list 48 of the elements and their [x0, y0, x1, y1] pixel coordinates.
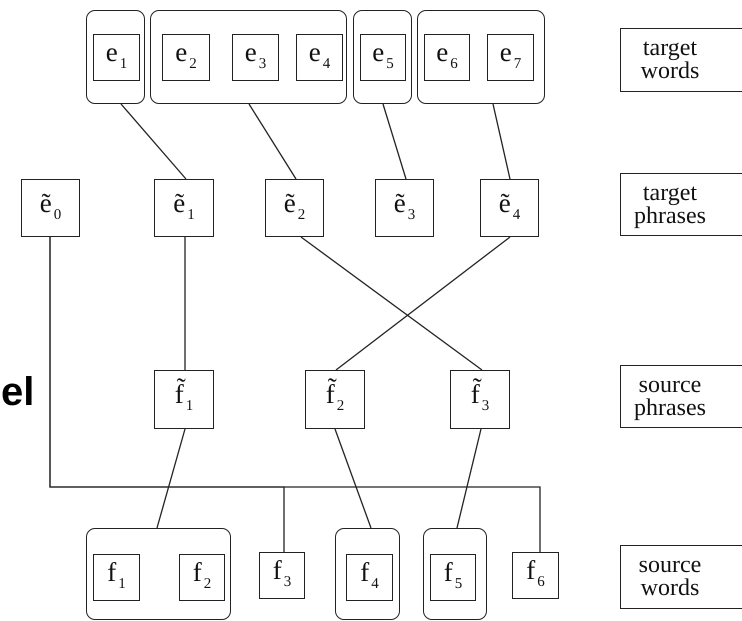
connector-line — [49, 237, 541, 552]
symbol-box: e$_{4}$ — [296, 34, 343, 81]
connector-line — [336, 236, 510, 371]
word-group-box — [86, 10, 145, 104]
row-label-box — [620, 173, 742, 236]
row-label: target phrases — [633, 182, 707, 228]
symbol-box: e$_{6}$ — [424, 34, 470, 81]
word-group-box — [335, 528, 400, 620]
row-label-box — [620, 28, 742, 92]
symbol-box: f$_{4}$ — [346, 554, 393, 601]
row-label: target words — [640, 37, 700, 83]
word-group-box — [353, 10, 412, 104]
word-group-box — [423, 528, 487, 620]
row-label-box — [620, 545, 742, 609]
symbol-box: ẽ$_{2}$ — [265, 179, 324, 237]
cut-off-text: el — [1, 370, 34, 415]
symbol-box: ẽ$_{4}$ — [480, 179, 539, 237]
symbol-box: e$_{2}$ — [162, 34, 210, 81]
connector-line — [382, 104, 407, 180]
connector-line — [492, 104, 511, 180]
word-group-box — [150, 10, 347, 104]
word-group-box — [417, 10, 545, 104]
symbol-box: f$_{5}$ — [430, 554, 476, 601]
symbol-box: f$_{3}$ — [259, 552, 305, 599]
row-label-box — [620, 365, 742, 428]
connector-line — [156, 428, 186, 528]
connector-line — [300, 236, 482, 371]
connector-line — [456, 428, 482, 528]
symbol-box: ẽ$_{0}$ — [21, 179, 80, 237]
symbol-box: ẽ$_{3}$ — [375, 179, 434, 237]
symbol-box: f$_{6}$ — [512, 552, 559, 599]
row-label: source words — [638, 554, 702, 600]
symbol-box: e$_{3}$ — [232, 34, 279, 81]
symbol-box: f̃$_{1}$ — [154, 370, 214, 429]
connector-line — [120, 104, 186, 180]
symbol-box: f̃$_{3}$ — [450, 370, 510, 429]
symbol-box: e$_{1}$ — [93, 34, 140, 81]
symbol-box: f$_{2}$ — [179, 554, 225, 601]
symbol-box: ẽ$_{1}$ — [154, 179, 214, 237]
word-group-box — [86, 528, 231, 620]
symbol-box: f$_{1}$ — [93, 554, 140, 601]
connector-line — [334, 428, 372, 528]
connector-line — [248, 104, 297, 180]
row-label: source phrases — [633, 374, 707, 420]
symbol-box: e$_{7}$ — [487, 34, 534, 81]
symbol-box: f̃$_{2}$ — [305, 370, 365, 429]
connector-line — [184, 237, 186, 370]
symbol-box: e$_{5}$ — [360, 34, 406, 81]
